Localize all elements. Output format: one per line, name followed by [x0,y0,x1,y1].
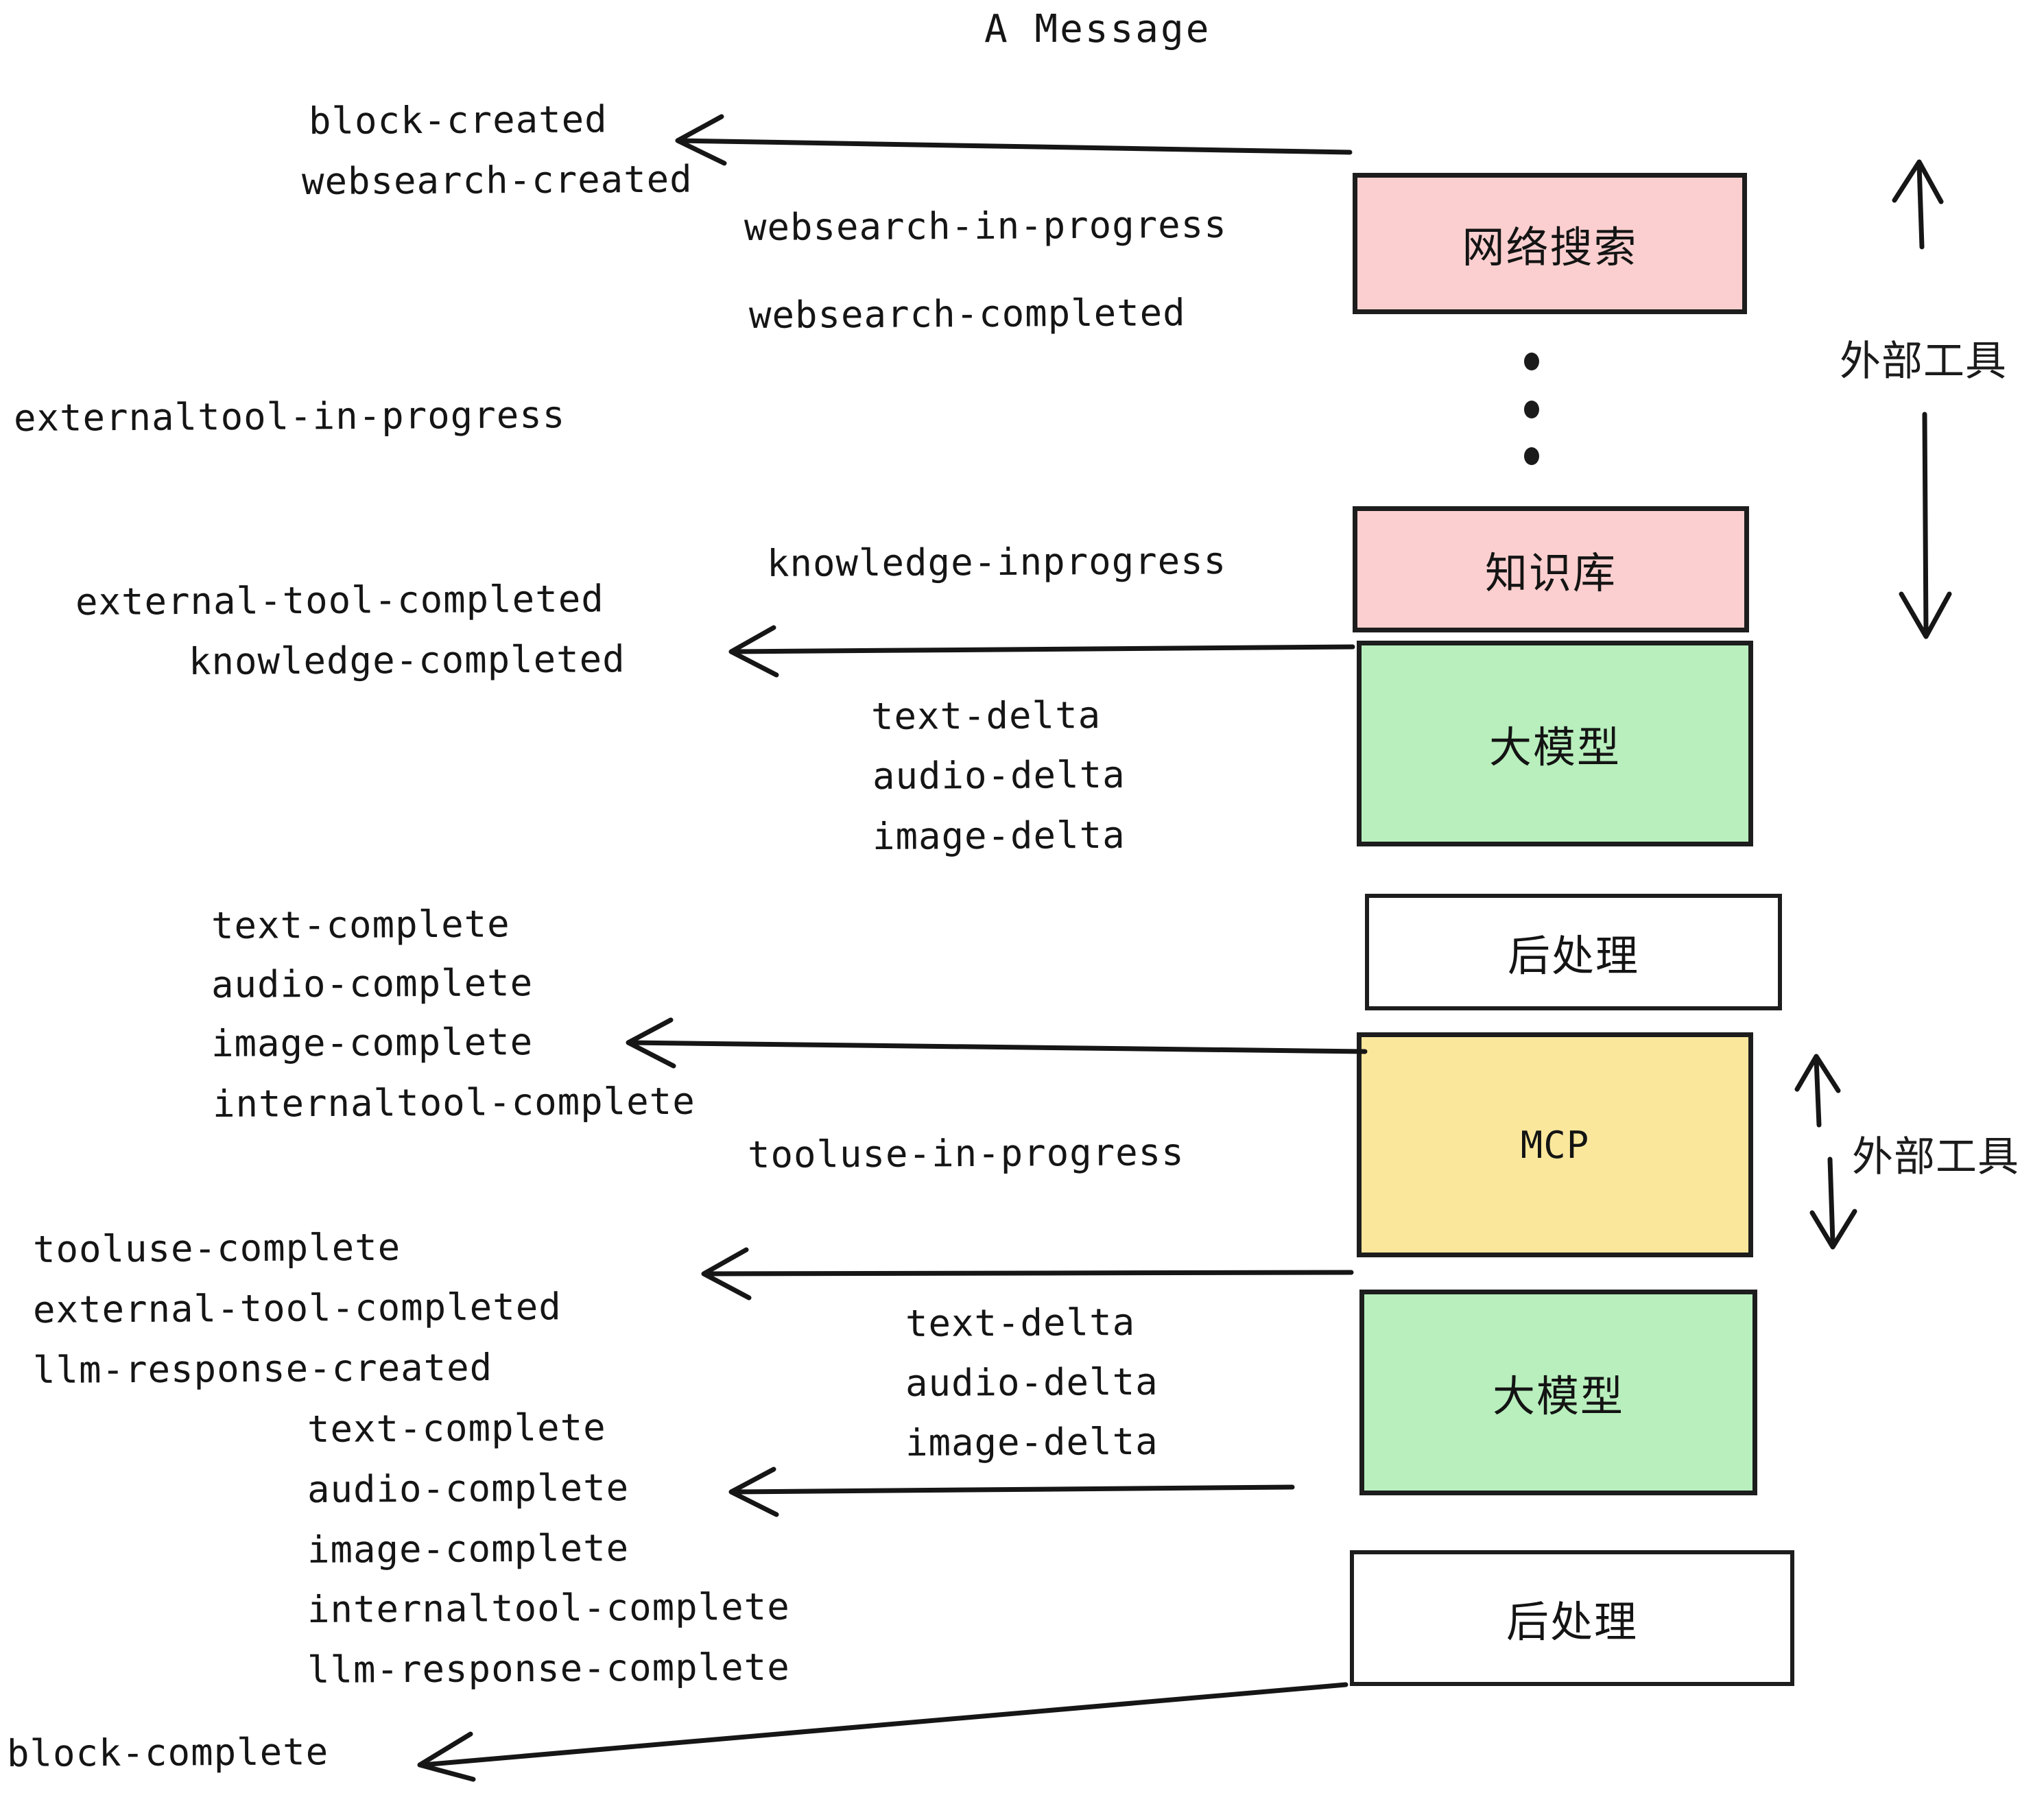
ellipsis-dot-1 [1524,353,1539,370]
event-label-image-delta-1: image-delta [872,813,1126,858]
external-tools-2-up-arrow [1794,1054,1841,1128]
arrow-llm2-to-audio-complete [728,1467,1295,1517]
event-label-websearch-in-progress: websearch-in-progress [744,202,1227,249]
event-label-websearch-created: websearch-created [301,157,693,203]
event-label-internaltool-complete-2: internaltool-complete [307,1585,790,1631]
event-label-image-delta-2: image-delta [905,1419,1158,1464]
event-label-knowledge-completed: knowledge-completed [188,637,626,683]
event-label-image-complete-1: image-complete [211,1020,534,1065]
node-websearch[interactable]: 网络搜索 [1353,173,1747,314]
arrow-postprocess2-to-block-complete [417,1682,1348,1782]
node-llm-1-label: 大模型 [1488,722,1621,772]
event-label-image-complete-2: image-complete [307,1526,630,1571]
annotation-external-tools-1: 外部工具 [1840,337,2007,385]
ellipsis-dot-2 [1524,401,1539,418]
event-label-audio-delta-2: audio-delta [905,1360,1158,1405]
diagram-title: A Message [984,7,1211,51]
event-label-audio-complete-1: audio-complete [211,961,534,1006]
event-label-knowledge-inprogress: knowledge-inprogress [766,538,1227,585]
event-label-audio-complete-2: audio-complete [307,1466,630,1511]
event-label-audio-delta-1: audio-delta [872,752,1126,798]
external-tools-1-up-arrow [1892,159,1944,250]
event-label-text-delta-2: text-delta [905,1300,1136,1345]
arrow-llm2-to-tooluse-complete [701,1247,1354,1301]
node-postprocess-2[interactable]: 后处理 [1350,1550,1794,1686]
event-label-tooluse-in-progress: tooluse-in-progress [747,1130,1185,1176]
event-label-text-delta-1: text-delta [870,693,1102,738]
external-tools-1-down-arrow [1899,412,1952,639]
node-websearch-label: 网络搜索 [1462,222,1638,272]
annotation-external-tools-2: 外部工具 [1852,1133,2019,1181]
node-llm-2-label: 大模型 [1492,1371,1624,1421]
event-label-internaltool-complete-1: internaltool-complete [212,1079,696,1126]
event-label-block-complete: block-complete [6,1730,329,1775]
arrow-mcp-to-image-complete [626,1017,1368,1069]
event-label-llm-response-created: llm-response-created [32,1345,493,1392]
arrow-websearch-to-block-created [675,114,1353,166]
ellipsis-dot-3 [1524,447,1539,465]
event-label-tooluse-complete: tooluse-complete [32,1225,401,1271]
event-label-text-complete-1: text-complete [211,902,510,947]
node-knowledge-label: 知识库 [1484,548,1617,598]
event-label-text-complete-2: text-complete [307,1405,606,1451]
event-label-llm-response-complete: llm-response-complete [307,1645,790,1692]
arrow-llm1-to-knowledge-completed [728,625,1355,678]
node-postprocess-1-label: 后处理 [1507,931,1639,981]
event-label-external-tool-completed-1: external-tool-completed [75,577,604,624]
node-knowledge[interactable]: 知识库 [1353,506,1749,632]
node-postprocess-1[interactable]: 后处理 [1365,894,1782,1010]
event-label-external-tool-completed-2: external-tool-completed [32,1285,562,1331]
event-label-websearch-completed: websearch-completed [748,291,1186,337]
node-mcp[interactable]: MCP [1357,1032,1753,1257]
node-postprocess-2-label: 后处理 [1506,1597,1638,1647]
event-label-externaltool-in-progress: externaltool-in-progress [13,393,566,440]
event-label-block-created: block-created [308,97,608,143]
node-llm-1[interactable]: 大模型 [1357,641,1753,846]
node-llm-2[interactable]: 大模型 [1359,1290,1757,1495]
node-mcp-label: MCP [1520,1123,1590,1167]
external-tools-2-down-arrow [1809,1156,1857,1250]
